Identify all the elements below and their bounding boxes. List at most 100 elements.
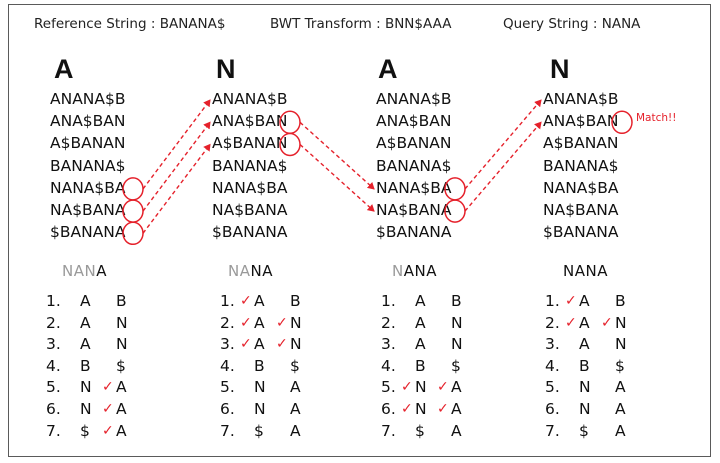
row-number: 2. xyxy=(381,313,396,332)
first-column-char: B xyxy=(415,356,426,375)
check-mark: ✓ xyxy=(437,379,449,396)
last-column-char: B xyxy=(290,292,301,310)
highlight-circle xyxy=(122,221,144,246)
rotation-row: ANA$BAN xyxy=(212,112,288,131)
highlight-circle xyxy=(444,199,466,223)
last-column-char: $ xyxy=(290,356,300,375)
check-mark: ✓ xyxy=(565,314,577,331)
row-number: 4. xyxy=(381,356,396,375)
rotation-row: NANA$BA xyxy=(376,178,452,197)
rotation-row: ANANA$B xyxy=(376,90,452,108)
query-string-label: Query String : NANA xyxy=(503,16,641,32)
last-column-char: B xyxy=(116,292,127,310)
first-column-char: A xyxy=(254,335,265,354)
last-column-char: N xyxy=(451,335,463,354)
query-pending: NA xyxy=(228,262,251,280)
rotation-row: NANA$BA xyxy=(50,178,126,197)
check-mark: ✓ xyxy=(240,314,252,331)
rotation-row: $BANANA xyxy=(50,223,126,242)
last-column-char: N xyxy=(290,313,302,332)
rotation-row: A$BANAN xyxy=(50,134,126,153)
last-column-char: N xyxy=(290,335,302,354)
first-column-char: B xyxy=(254,356,265,375)
check-mark: ✓ xyxy=(102,400,114,417)
rotation-row: ANANA$B xyxy=(50,90,126,108)
first-column-char: A xyxy=(415,313,426,332)
first-column-char: N xyxy=(579,378,591,397)
lf-mapping-arrow xyxy=(464,99,542,190)
first-column-char: A xyxy=(254,292,265,310)
first-column-char: N xyxy=(80,399,92,418)
check-mark: ✓ xyxy=(565,293,577,309)
first-column-char: $ xyxy=(415,421,425,440)
last-column-char: $ xyxy=(451,356,461,375)
last-column-char: B xyxy=(615,292,626,310)
row-number: 6. xyxy=(545,399,560,418)
rotation-row: NA$BANA xyxy=(543,201,619,220)
rotation-row: NANA$BA xyxy=(543,178,619,197)
last-column-char: B xyxy=(451,292,462,310)
row-number: 5. xyxy=(220,378,235,397)
rotation-row: $BANANA xyxy=(543,223,619,242)
match-label: Match!! xyxy=(636,112,677,124)
first-column-char: A xyxy=(415,292,426,310)
first-column-char: N xyxy=(415,378,427,397)
check-mark: ✓ xyxy=(401,379,413,396)
first-column-char: A xyxy=(579,335,590,354)
check-mark: ✓ xyxy=(102,379,114,396)
last-column-char: A xyxy=(615,421,626,440)
first-column-char: B xyxy=(80,356,91,375)
last-column-char: $ xyxy=(615,356,625,375)
last-column-char: A xyxy=(451,421,462,440)
lf-mapping-arrow xyxy=(299,143,375,212)
last-column-char: A xyxy=(290,378,301,397)
row-number: 5. xyxy=(46,378,61,397)
first-column-char: B xyxy=(579,356,590,375)
first-column-char: N xyxy=(80,378,92,397)
row-number: 3. xyxy=(46,335,61,354)
highlight-circle xyxy=(279,110,301,135)
row-number: 7. xyxy=(220,421,235,440)
first-column-char: A xyxy=(579,313,590,332)
row-number: 7. xyxy=(46,421,61,440)
row-number: 6. xyxy=(381,399,396,418)
row-number: 6. xyxy=(46,399,61,418)
query-matched: A xyxy=(96,262,107,280)
row-number: 6. xyxy=(220,399,235,418)
first-column-char: $ xyxy=(579,421,589,440)
rotation-row: $BANANA xyxy=(376,223,452,242)
query-progress: NANA xyxy=(228,262,273,280)
rotation-row: ANANA$B xyxy=(212,90,288,108)
rotation-row: A$BANAN xyxy=(212,134,288,153)
column-letter: N xyxy=(216,54,236,84)
query-pending: N xyxy=(392,262,404,280)
last-column-char: A xyxy=(290,421,301,440)
last-column-char: A xyxy=(290,399,301,418)
lf-mapping-arrow xyxy=(464,121,542,212)
last-column-char: A xyxy=(116,378,127,397)
query-progress: NANA xyxy=(563,262,608,280)
rotation-row: BANANA$ xyxy=(212,156,288,175)
rotation-row: NA$BANA xyxy=(376,201,452,220)
last-column-char: N xyxy=(615,335,627,354)
last-column-char: A xyxy=(116,421,127,440)
highlight-circle xyxy=(279,132,301,157)
row-number: 5. xyxy=(381,378,396,397)
query-matched: NA xyxy=(250,262,273,280)
column-letter: N xyxy=(550,54,570,84)
check-mark: ✓ xyxy=(401,400,413,417)
row-number: 1. xyxy=(381,292,396,310)
rotation-row: ANANA$B xyxy=(543,90,619,108)
row-number: 1. xyxy=(220,292,235,310)
row-number: 1. xyxy=(545,292,560,310)
first-column-char: A xyxy=(80,313,91,332)
query-matched: NANA xyxy=(563,262,608,280)
row-number: 2. xyxy=(545,313,560,332)
check-mark: ✓ xyxy=(276,336,288,353)
reference-string-label: Reference String : BANANA$ xyxy=(34,16,226,32)
first-column-char: N xyxy=(415,399,427,418)
check-mark: ✓ xyxy=(276,314,288,331)
row-number: 2. xyxy=(46,313,61,332)
match-circle xyxy=(611,110,633,135)
first-column-char: $ xyxy=(80,421,90,440)
